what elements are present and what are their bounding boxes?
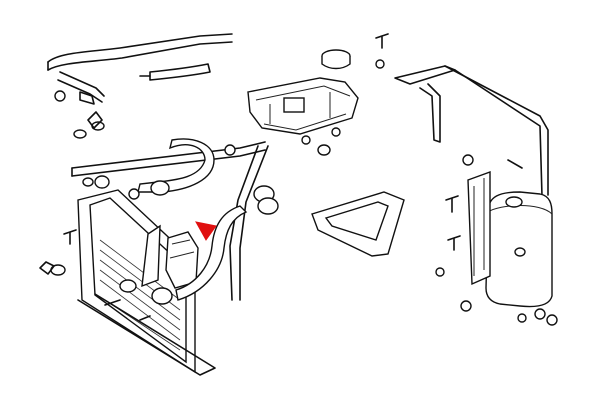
hose-clip [39,261,55,275]
bolts [63,33,523,251]
red-arrow-pointer [195,221,217,241]
hose-clamps [82,175,279,305]
duct-bracket [311,191,405,257]
lower-radiator-hose [141,205,248,301]
expansion-tank-cap [321,49,351,70]
expansion-tank [247,77,359,135]
fan-shroud-section [165,231,199,289]
bracket-clip [87,111,103,129]
nuts [54,59,558,326]
overflow-reservoir [485,191,553,308]
heater-hoses [47,33,549,301]
reservoir-bracket [467,171,491,286]
upper-radiator-hose [137,138,215,193]
